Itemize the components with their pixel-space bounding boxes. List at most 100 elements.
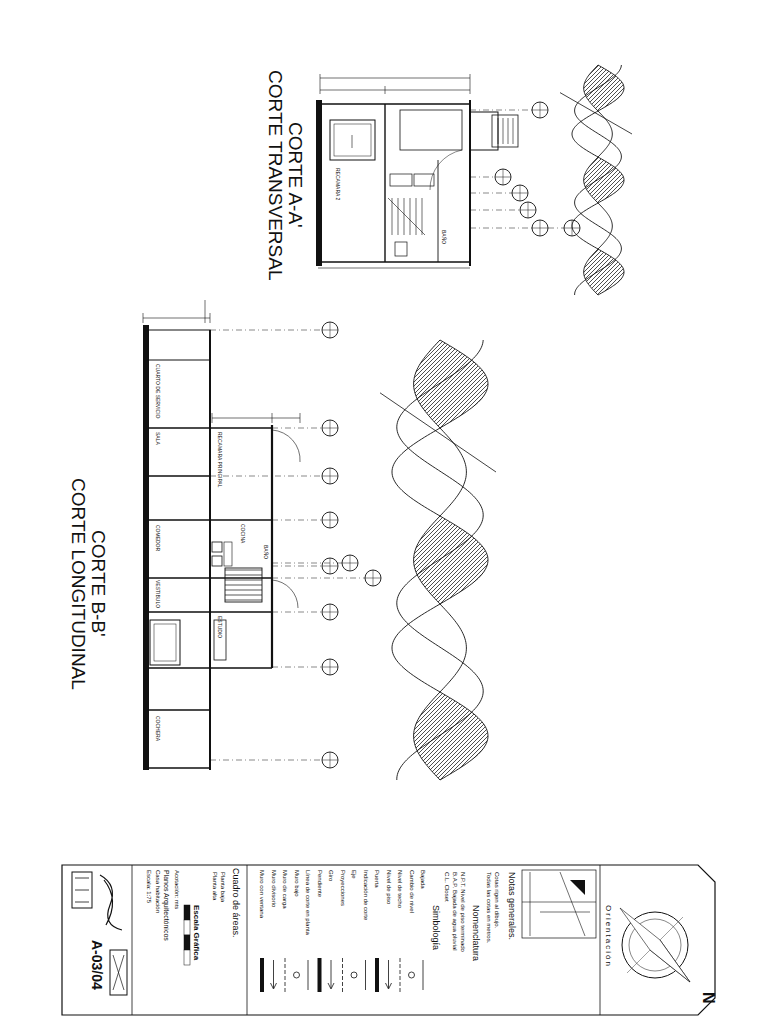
decor-line xyxy=(560,93,632,134)
symbol-sample xyxy=(386,960,392,989)
symbol-sample xyxy=(285,958,286,992)
symbol-sample xyxy=(328,960,334,989)
room-label: BAÑO xyxy=(263,545,268,559)
grid-bubble xyxy=(532,102,548,118)
hatched-lobe xyxy=(414,516,488,604)
symbol-sample xyxy=(351,972,357,978)
wave-curve xyxy=(575,65,622,295)
symbol-sample xyxy=(409,972,415,978)
axis-line xyxy=(272,566,322,567)
section-title: CORTE LONGITUDINAL xyxy=(69,478,88,690)
grid-bubble xyxy=(365,570,381,586)
section-title: CORTE TRANSVERSAL xyxy=(266,70,285,280)
note-heading: Nomenclatura xyxy=(471,905,480,961)
area-label: Planta baja xyxy=(220,872,226,902)
project-text: Planos Arquitectónicos xyxy=(163,870,170,941)
symbol-label: Nivel de techo xyxy=(397,870,403,908)
north-letter: N xyxy=(700,992,716,1004)
axis-line xyxy=(272,428,322,429)
decor-line xyxy=(380,393,496,472)
axis-line xyxy=(272,563,342,564)
grid-bubble xyxy=(495,169,511,185)
axis-line xyxy=(272,667,322,668)
room-label: ESTUDIO xyxy=(217,616,222,638)
axis-line xyxy=(470,210,520,211)
generated-layout xyxy=(210,65,632,992)
grid-bubble xyxy=(322,558,338,574)
note-heading: Notas generales. xyxy=(507,872,516,940)
symbol-label: Pendiente xyxy=(317,870,323,897)
room-label: VESTIBULO xyxy=(155,580,160,608)
grid-bubble xyxy=(322,752,338,768)
symbol-sample xyxy=(365,960,366,990)
symbol-label: Puerta xyxy=(374,870,380,888)
title-block xyxy=(62,865,715,1015)
note-text: C.L. Closet xyxy=(444,872,450,902)
symbol-label: Cambio de nivel xyxy=(409,870,415,913)
wave-curve xyxy=(572,65,624,295)
wave-curve xyxy=(414,340,467,780)
axis-line xyxy=(548,228,564,229)
project-text: Casa habitación xyxy=(155,870,161,913)
grid-bubble xyxy=(322,604,338,620)
symbol-sample xyxy=(423,960,424,990)
axis-line xyxy=(470,177,495,178)
symbol-sample xyxy=(308,960,309,990)
grid-bubble xyxy=(512,185,528,201)
axis-line xyxy=(210,760,322,761)
hatched-lobe xyxy=(414,340,488,428)
section-title: CORTE B-B' xyxy=(89,530,108,637)
note-text: Cotas rigen al dibujo. xyxy=(494,872,500,928)
axis-line xyxy=(470,228,532,229)
grid-bubble xyxy=(322,659,338,675)
symbol-label: Línea de corte en planta xyxy=(305,870,311,935)
axis-line xyxy=(272,612,322,613)
room-label: RECAMARA 2 xyxy=(335,168,340,200)
axis-line xyxy=(470,110,532,111)
room-label: COCINA xyxy=(240,524,245,543)
symbol-sample xyxy=(260,958,264,992)
axis-line xyxy=(210,476,322,477)
grid-bubble xyxy=(520,202,536,218)
symbol-sample xyxy=(342,958,343,992)
symbol-label: Giro xyxy=(328,870,334,881)
grid-bubble xyxy=(532,220,548,236)
axis-line xyxy=(470,193,512,194)
scale-label: Escala Gráfica xyxy=(192,905,200,960)
room-label: COCHERA xyxy=(155,716,160,741)
symbol-sample xyxy=(294,972,300,978)
symbol-sample xyxy=(375,958,379,992)
symbol-label: Bajada xyxy=(420,870,426,889)
room-label: SALA xyxy=(155,432,160,445)
section-a-drawing xyxy=(316,74,518,268)
room-label: BAÑO xyxy=(441,230,446,244)
symbol-label: Eje xyxy=(351,870,357,879)
wave-curve xyxy=(392,340,488,780)
symbol-label: Muro bajo xyxy=(294,870,300,897)
wave-curve xyxy=(397,340,483,780)
project-text: Acotación: mts xyxy=(174,870,180,909)
symbol-label: Muro con ventana xyxy=(259,870,265,918)
note-heading: Simbología xyxy=(431,905,440,950)
grid-bubble xyxy=(322,322,338,338)
grid-bubble xyxy=(322,512,338,528)
symbol-label: Muro de carga xyxy=(282,870,288,909)
room-label: COMEDOR xyxy=(155,525,160,551)
note-heading: Cuadro de áreas. xyxy=(231,868,240,938)
grid-bubble xyxy=(322,420,338,436)
symbol-sample xyxy=(318,958,322,992)
note-text: N.P.T. Nivel de piso terminado xyxy=(460,872,466,952)
symbol-label: Indicación de corte xyxy=(363,870,369,920)
symbol-sample xyxy=(400,958,401,992)
symbol-sample xyxy=(271,960,277,989)
axis-line xyxy=(272,520,322,521)
compass-label: Orientación xyxy=(604,905,612,968)
grid-bubble xyxy=(342,555,358,571)
room-label: CUARTO DE SERVICIO xyxy=(155,364,160,418)
room-label: RECAMARA PRINCIPAL xyxy=(217,432,222,487)
project-text: Escala: 1:75 xyxy=(146,870,152,903)
section-b-drawing xyxy=(143,300,300,770)
axis-line xyxy=(210,330,322,331)
